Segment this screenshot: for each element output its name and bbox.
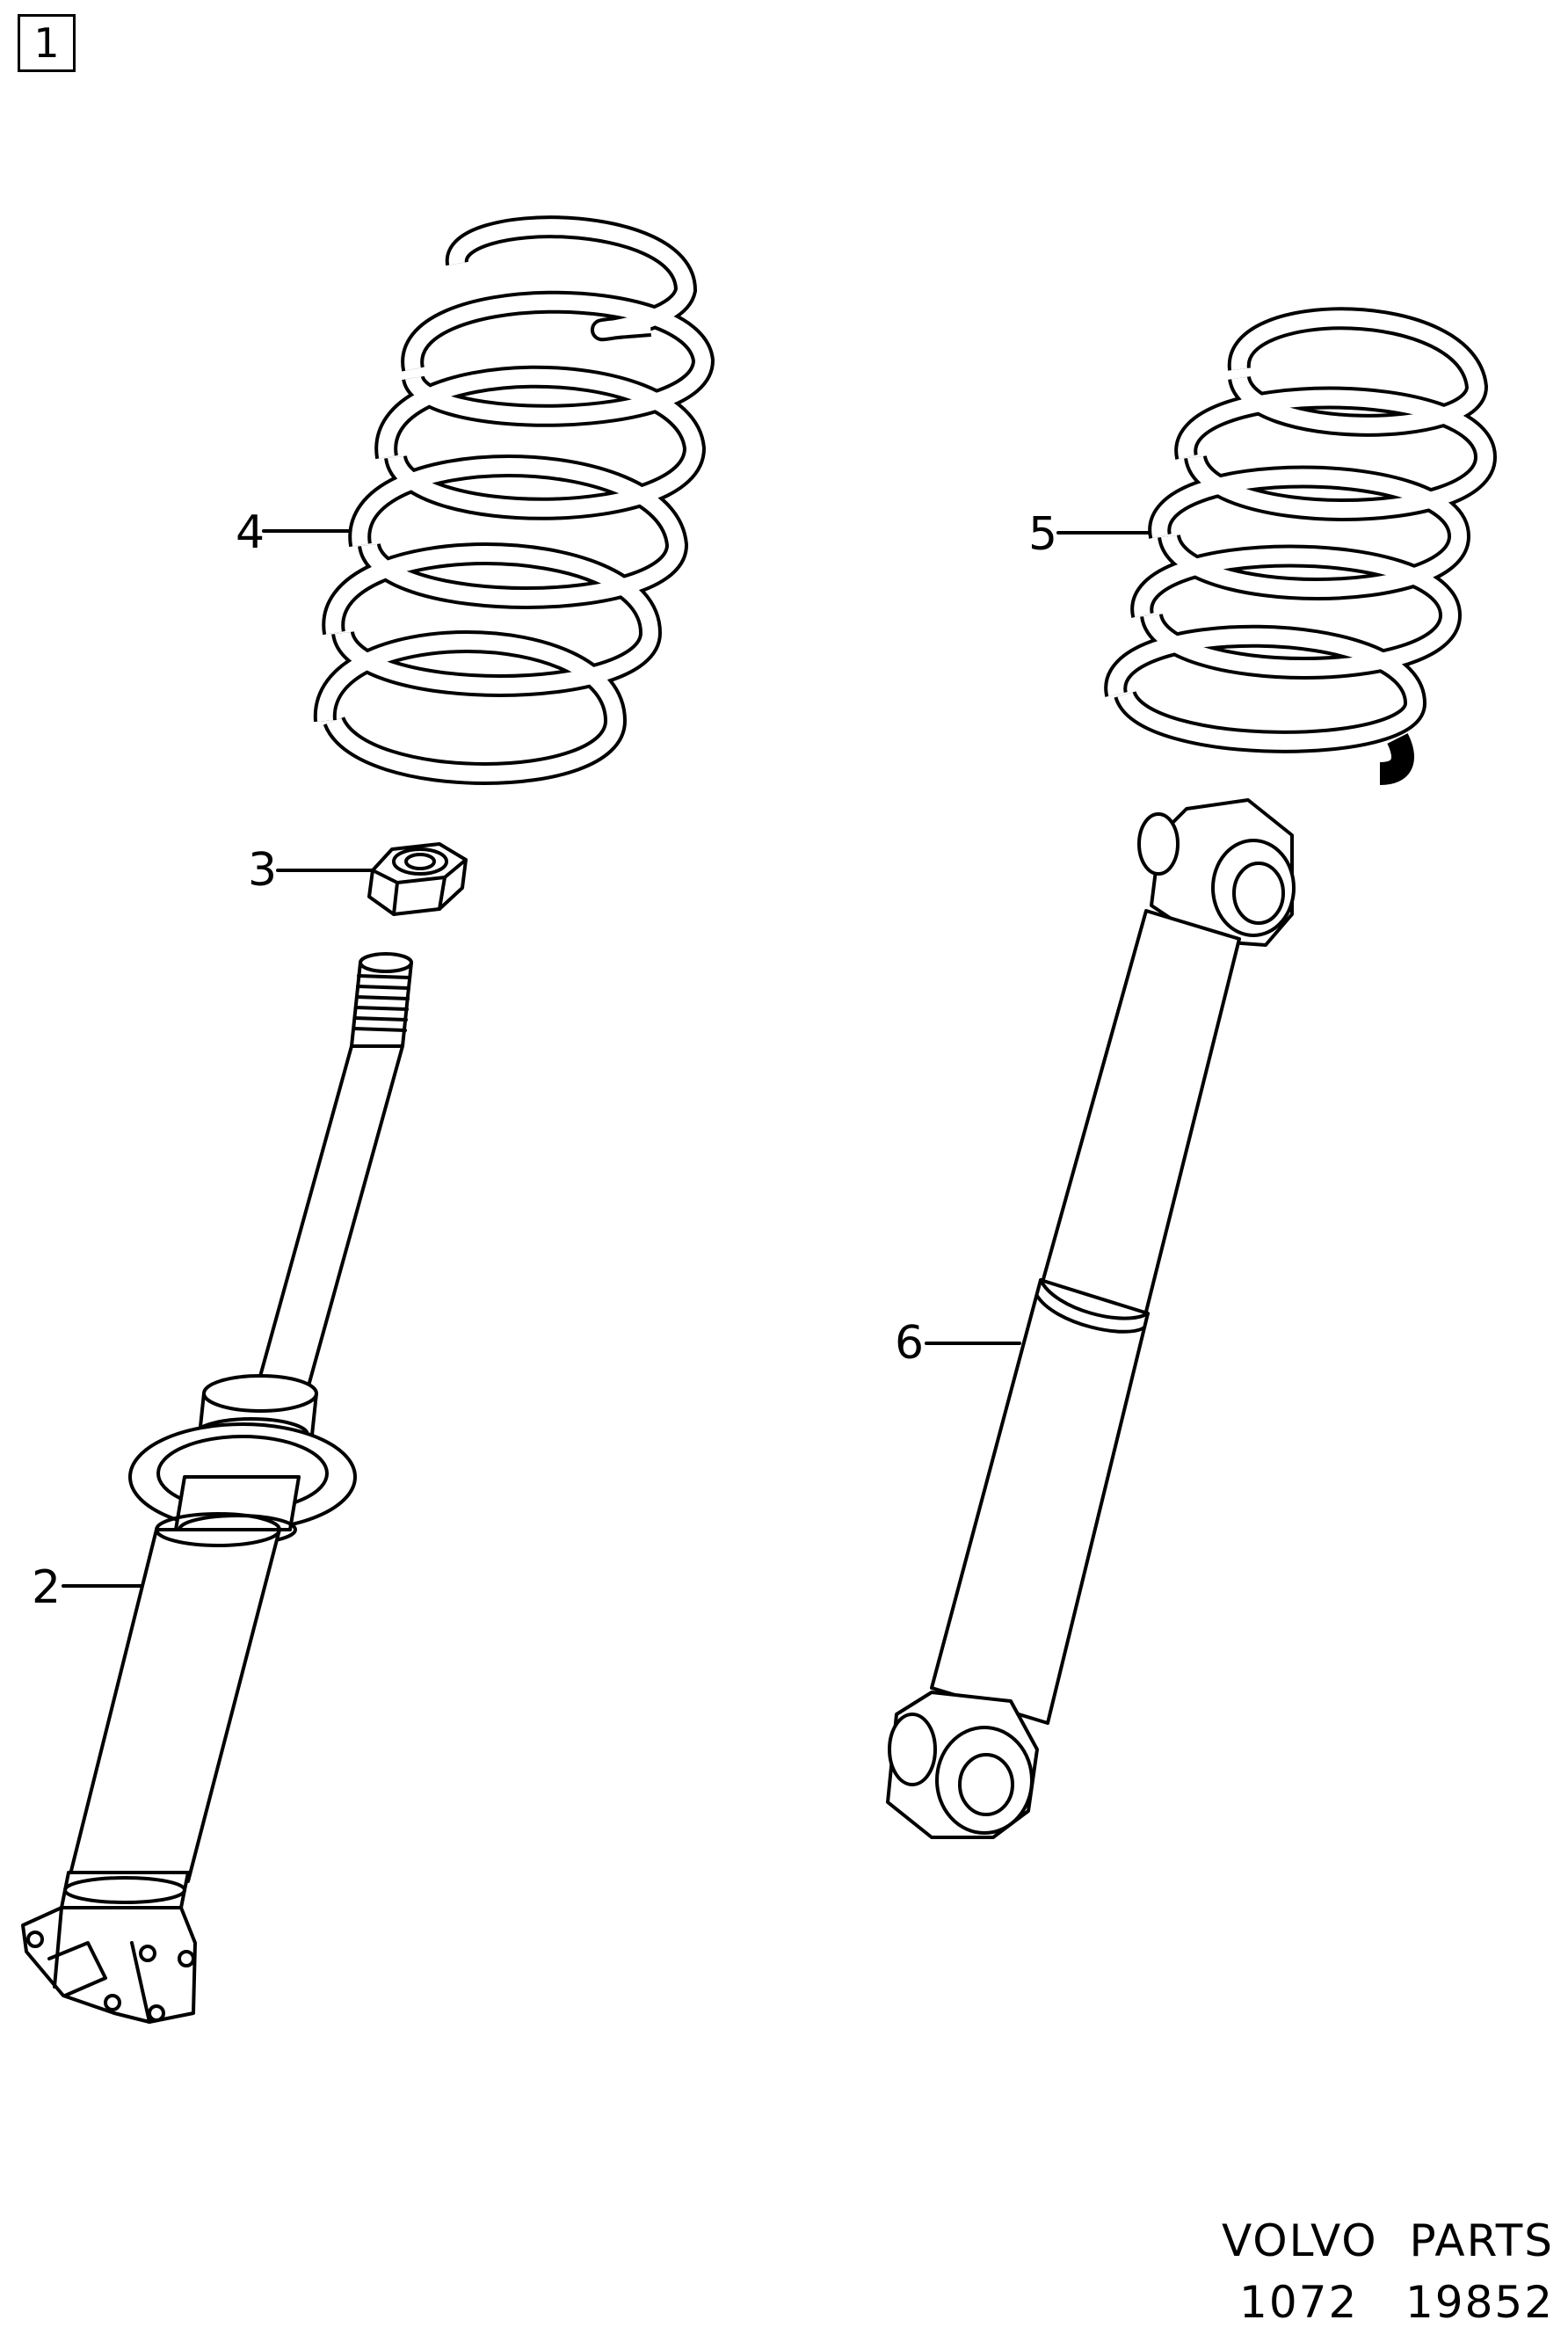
page-number-box: 1 bbox=[18, 14, 76, 72]
callout-3: 3 bbox=[248, 844, 278, 897]
shock-absorber-rear bbox=[886, 798, 1296, 1839]
coil-spring-right bbox=[1104, 307, 1498, 785]
footer-code: 1072 19852 bbox=[1239, 2277, 1554, 2328]
hex-nut bbox=[367, 842, 468, 916]
leader-lines bbox=[62, 529, 1155, 1588]
callout-5: 5 bbox=[1028, 508, 1058, 561]
callout-2: 2 bbox=[32, 1561, 62, 1614]
footer-brand: VOLVO PARTS bbox=[1221, 2215, 1554, 2266]
coil-spring-left bbox=[313, 215, 715, 785]
callout-4: 4 bbox=[236, 506, 265, 559]
callout-6: 6 bbox=[895, 1317, 925, 1370]
shock-absorber-front bbox=[21, 952, 413, 2024]
